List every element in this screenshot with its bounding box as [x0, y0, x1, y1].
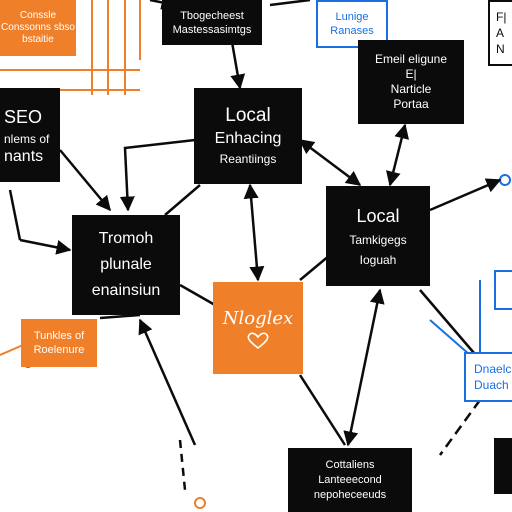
- node-top-right-blue[interactable]: Lunige Ranases: [316, 0, 388, 48]
- node-text-line: SEO: [4, 107, 43, 127]
- node-text-line: Enhacing: [214, 130, 282, 147]
- node-text-line: enainsiun: [91, 282, 161, 299]
- node-text-line: plunale: [100, 256, 152, 273]
- node-text-line: Portaa: [393, 97, 429, 111]
- node-text-line: Mastessasimtgs: [172, 23, 252, 36]
- heart-icon: [247, 331, 269, 349]
- node-text-line: bstaitie: [22, 34, 54, 45]
- node-email[interactable]: Emeil eligune E| Narticle Portaa: [358, 40, 464, 124]
- node-text-line: Emeil eligune: [374, 52, 448, 66]
- node-text-line: Roelenure: [33, 344, 85, 356]
- node-text-line: Local: [225, 105, 271, 126]
- node-text-line: Cottaliens: [325, 458, 375, 471]
- node-text-line: Conssonns sbso: [1, 22, 75, 33]
- node-text-line: Reantiings: [219, 152, 277, 166]
- node-text-line: E|: [405, 67, 417, 81]
- node-top-far-right[interactable]: F| A N: [488, 0, 512, 66]
- node-duach[interactable]: Dnaelcl Duach: [464, 352, 512, 402]
- node-text-line: Tamkigegs: [349, 233, 407, 247]
- node-seo[interactable]: SEO nlems of nants: [0, 88, 60, 182]
- logo-wordmark: Nloglex: [222, 307, 294, 329]
- node-local-tracking[interactable]: Local Tamkigegs Ioguah: [326, 186, 430, 286]
- node-text-line: Tbogecheest: [180, 9, 244, 22]
- node-local-enhancing[interactable]: Local Enhacing Reantiings: [194, 88, 302, 184]
- node-bottom-right-partial[interactable]: [494, 438, 512, 494]
- node-text-line: F|: [496, 10, 507, 24]
- node-text-line: nants: [4, 148, 44, 165]
- node-promotion[interactable]: Tromoh plunale enainsiun: [72, 215, 180, 315]
- node-text-line: Local: [356, 206, 400, 226]
- orange-dot: [194, 497, 206, 509]
- node-text-line: Lanteeecond: [318, 473, 382, 486]
- node-top-left-orange[interactable]: Conssle Conssonns sbso bstaitie: [0, 0, 76, 56]
- node-tunkles[interactable]: Tunkles of Roelenure: [21, 319, 97, 367]
- node-text-line: Dnaelcl: [474, 362, 512, 376]
- node-blue-top-edge[interactable]: [494, 270, 512, 310]
- node-logo[interactable]: Nloglex: [213, 282, 303, 374]
- node-text-line: Tromoh: [98, 230, 154, 247]
- node-text-line: Narticle: [390, 82, 432, 96]
- node-text-line: N: [496, 42, 505, 56]
- node-text-line: Duach: [474, 378, 509, 392]
- node-text-line: Conssle: [19, 10, 57, 21]
- node-text-line: A: [496, 26, 505, 40]
- node-text-line: Ranases: [330, 25, 374, 37]
- node-text-line: nepoheceeuds: [313, 488, 387, 501]
- node-text-line: nlems of: [4, 132, 50, 146]
- node-content-enhancement[interactable]: Cottaliens Lanteeecond nepoheceeuds: [288, 448, 412, 512]
- node-top-center[interactable]: Tbogecheest Mastessasimtgs: [162, 0, 262, 45]
- node-text-line: Lunige: [335, 11, 369, 23]
- node-text-line: Tunkles of: [33, 330, 85, 342]
- node-text-line: Ioguah: [359, 253, 397, 267]
